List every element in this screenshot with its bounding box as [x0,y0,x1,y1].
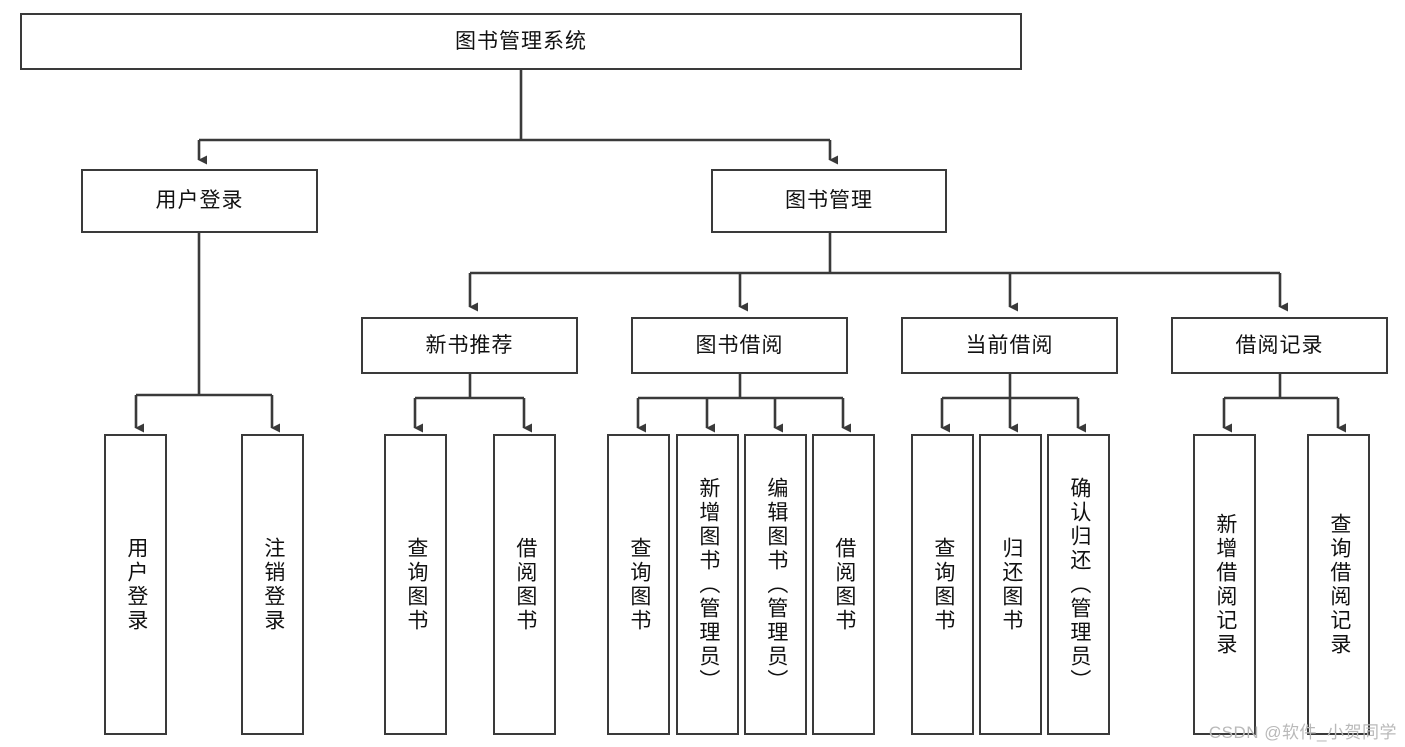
node-leaf-add-borrow-record[interactable]: 新增借阅记录 [1193,434,1256,735]
node-book-management[interactable]: 图书管理 [711,169,947,233]
node-label: 注销登录 [261,536,285,633]
node-label: 编辑图书（管理员） [764,476,788,693]
node-label: 确认归还（管理员） [1067,476,1091,693]
node-leaf-edit-book-admin[interactable]: 编辑图书（管理员） [744,434,807,735]
node-label: 用户登录 [124,536,148,633]
node-label: 借阅记录 [1235,333,1324,357]
node-leaf-query-book-recommend[interactable]: 查询图书 [384,434,447,735]
node-leaf-borrow-book-recommend[interactable]: 借阅图书 [493,434,556,735]
node-leaf-query-borrow-record[interactable]: 查询借阅记录 [1307,434,1370,735]
node-label: 新增图书（管理员） [696,476,720,693]
node-new-book-recommend[interactable]: 新书推荐 [361,317,578,374]
node-leaf-logout[interactable]: 注销登录 [241,434,304,735]
node-root-book-management-system[interactable]: 图书管理系统 [20,13,1022,70]
node-book-borrow[interactable]: 图书借阅 [631,317,848,374]
node-leaf-query-book-borrow[interactable]: 查询图书 [607,434,670,735]
node-label: 借阅图书 [513,536,537,633]
node-label: 查询借阅记录 [1327,512,1351,657]
node-label: 查询图书 [931,536,955,633]
node-leaf-return-book[interactable]: 归还图书 [979,434,1042,735]
node-label: 图书管理 [785,189,873,213]
node-label: 归还图书 [999,536,1023,633]
node-label: 图书管理系统 [455,29,587,53]
node-label: 借阅图书 [832,536,856,633]
node-label: 当前借阅 [965,333,1054,357]
node-current-borrow[interactable]: 当前借阅 [901,317,1118,374]
node-borrow-record[interactable]: 借阅记录 [1171,317,1388,374]
node-leaf-query-book-current[interactable]: 查询图书 [911,434,974,735]
node-label: 查询图书 [404,536,428,633]
node-leaf-user-login[interactable]: 用户登录 [104,434,167,735]
node-label: 新书推荐 [425,333,514,357]
node-leaf-add-book-admin[interactable]: 新增图书（管理员） [676,434,739,735]
node-leaf-borrow-book[interactable]: 借阅图书 [812,434,875,735]
node-user-login[interactable]: 用户登录 [81,169,318,233]
node-label: 图书借阅 [695,333,784,357]
node-label: 查询图书 [627,536,651,633]
node-label: 用户登录 [155,189,244,213]
node-label: 新增借阅记录 [1213,512,1237,657]
node-leaf-confirm-return-admin[interactable]: 确认归还（管理员） [1047,434,1110,735]
